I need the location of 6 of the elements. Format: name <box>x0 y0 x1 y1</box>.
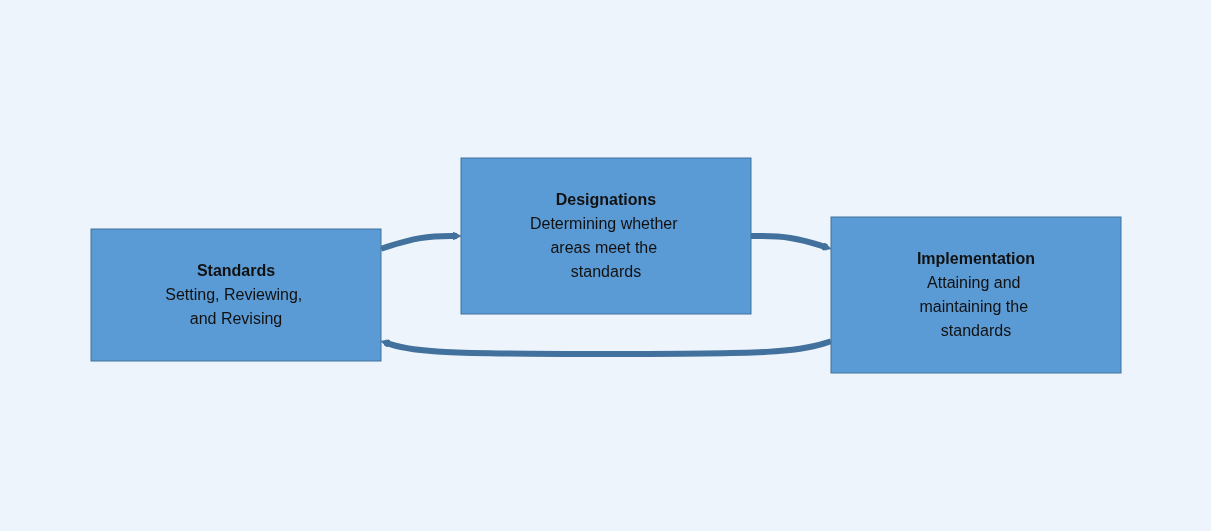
node-box: Standards Setting, Reviewing, and Revising <box>90 228 381 362</box>
node-box: Designations Determining whether areas meet the standards <box>460 157 751 315</box>
arrow <box>750 233 831 251</box>
node-box: Implementation Attaining and maintaining the standards <box>830 216 1121 374</box>
arrow <box>380 338 832 357</box>
arrow <box>379 231 461 252</box>
